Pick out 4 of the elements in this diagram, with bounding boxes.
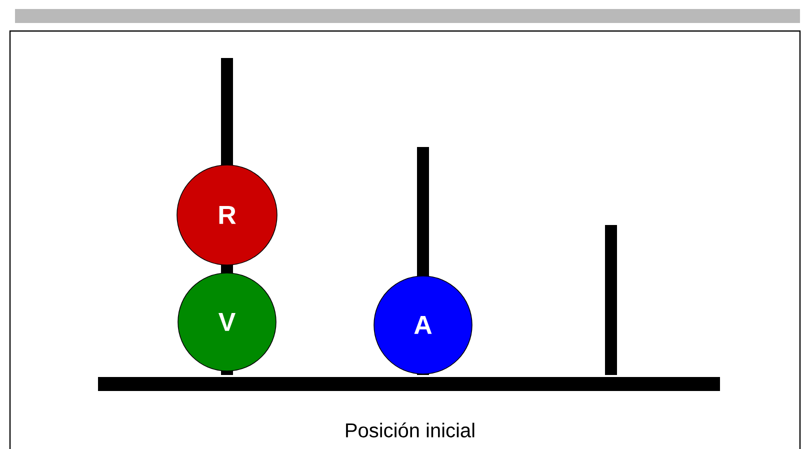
caption: Posición inicial bbox=[346, 422, 474, 438]
disk: A bbox=[374, 276, 472, 374]
disk: R bbox=[176, 164, 278, 266]
disk: V bbox=[178, 272, 276, 372]
